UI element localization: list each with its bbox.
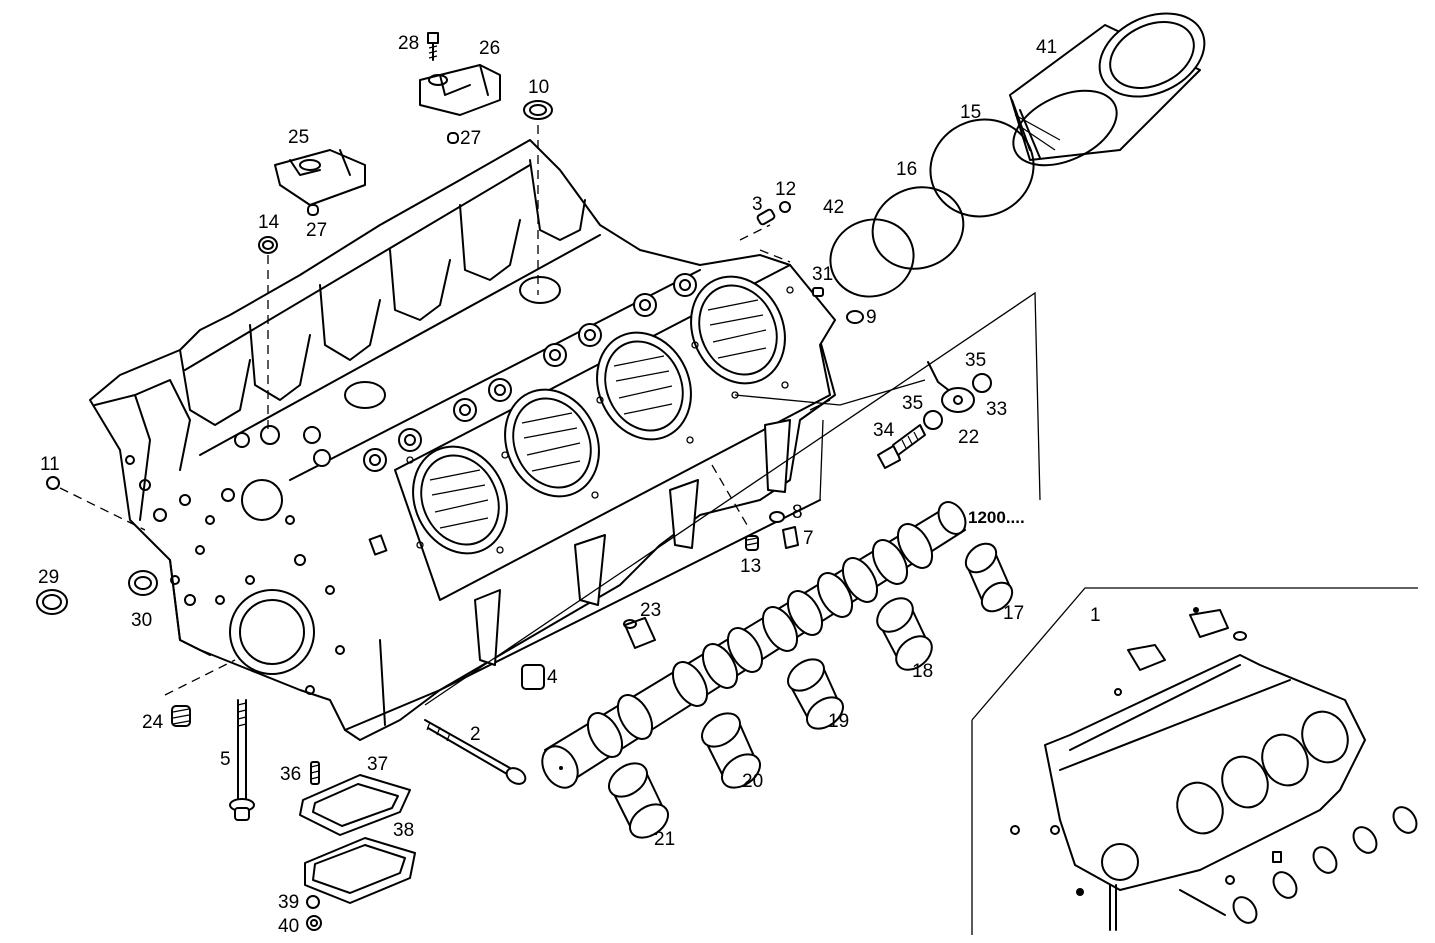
callout-39: 39 [278,892,299,913]
part-23 [623,617,656,649]
part-31 [812,287,824,297]
part-7 [782,526,799,549]
callout-22: 22 [958,427,979,448]
callout-16: 16 [896,159,917,180]
callout-28: 28 [398,33,419,54]
part-35b [923,410,943,430]
callout-12: 12 [775,179,796,200]
assembly-inset [971,587,1418,935]
callout-27a: 27 [460,128,481,149]
callout-41: 41 [1036,37,1057,58]
crankcase-block [89,139,1041,741]
part-3 [756,208,776,226]
cylinder-bores [412,275,786,555]
callout-10: 10 [528,77,549,98]
part-24 [171,705,191,727]
bolt-28 [427,32,439,61]
callout-14: 14 [258,212,280,233]
callout-8: 8 [792,502,803,523]
callout-19: 19 [828,711,849,732]
callout-35a: 35 [965,350,986,371]
gasket-37 [299,774,411,836]
callout-40: 40 [278,916,299,937]
callout-2: 2 [470,724,481,745]
front-face-holes [125,455,345,695]
part-29 [36,589,68,615]
callout-25: 25 [288,127,309,148]
part-13 [745,535,759,551]
washer-27b [307,204,319,216]
callout-9: 9 [866,307,877,328]
callout-37: 37 [367,754,388,775]
bracket-25 [274,149,366,206]
callout-30: 30 [131,610,152,631]
seal-ring-16 [871,186,965,270]
callout-21: 21 [654,829,675,850]
callout-7: 7 [803,528,814,549]
part-22-lever [927,361,975,413]
part-5-stud [229,699,255,821]
plug-10 [523,100,553,120]
deck-bolt-holes [406,286,794,554]
callout-20: 20 [742,771,763,792]
callout-18: 18 [912,661,933,682]
callout-labels: 1 2 3 4 5 7 8 9 10 11 12 13 14 15 16 17 … [38,33,1101,937]
callout-15: 15 [960,102,981,123]
callout-11: 11 [40,454,60,475]
part-9 [846,310,864,324]
callout-36: 36 [280,764,301,785]
plug-14 [258,236,278,254]
bearing-18 [876,597,933,671]
cam-lobes [586,501,967,758]
bracket-26 [419,64,501,116]
bearing-19 [786,658,845,730]
washer-39 [306,895,320,909]
callout-33: 33 [986,399,1007,420]
callout-4: 4 [547,667,558,688]
washer-27a [447,132,459,144]
part-35a [972,373,992,393]
bearing-17 [964,542,1014,613]
valve-bosses [234,273,697,472]
callout-24: 24 [142,712,164,733]
part-2-bolt [424,719,527,785]
seal-ring-15 [929,118,1035,218]
nut-40 [306,915,322,931]
cylinder-liner-41 [1009,12,1206,167]
callout-42: 42 [823,197,844,218]
callout-5: 5 [220,749,231,770]
bearing-21 [608,762,669,839]
callout-38: 38 [393,820,414,841]
part-4 [521,664,545,690]
camshaft [541,501,967,789]
part-8 [769,511,785,523]
callout-31: 31 [812,264,833,285]
callout-23: 23 [640,600,661,621]
part-12 [779,201,791,213]
callout-34: 34 [873,420,895,441]
part-36-stud [310,761,320,785]
callout-29: 29 [38,567,59,588]
callout-13: 13 [740,556,761,577]
callout-35b: 35 [902,393,923,414]
bearing-20 [701,712,761,789]
callout-26: 26 [479,38,500,59]
callout-27b: 27 [306,220,327,241]
callout-17: 17 [1003,603,1024,624]
callout-3: 3 [752,194,763,215]
part-30 [128,570,158,596]
part-34-bolt [877,424,926,469]
cover-38 [304,837,416,904]
serial-range-label: 1200.... [968,508,1025,527]
part-11 [46,476,60,490]
callout-1: 1 [1090,605,1101,626]
seal-ring-42 [829,218,915,298]
cam-bearings [608,542,1014,839]
